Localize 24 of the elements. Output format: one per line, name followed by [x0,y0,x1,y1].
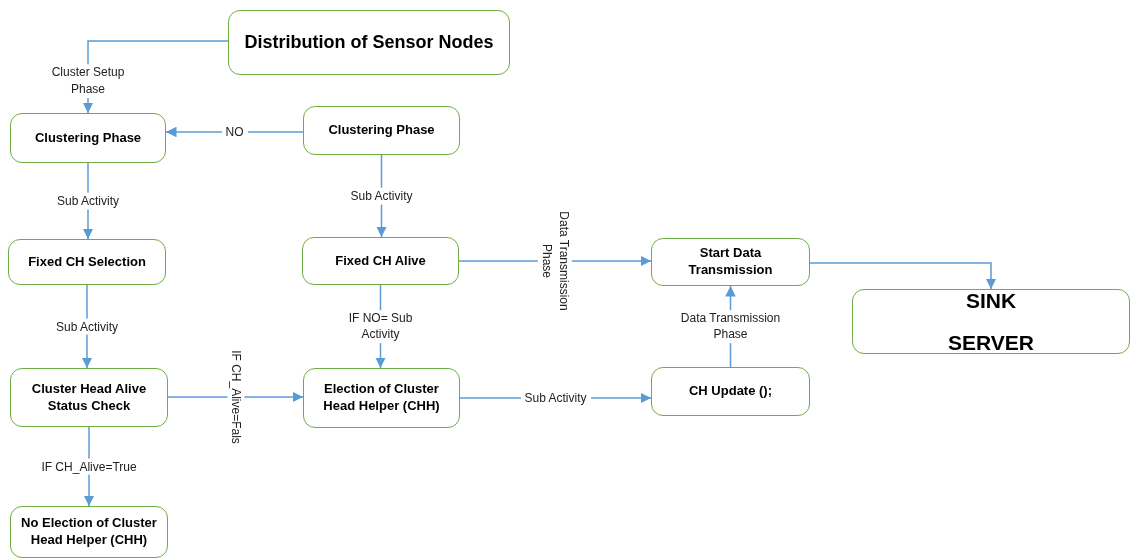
box-text: Cluster Head Alive Status Check [30,380,148,415]
box-text: Start Data Transmission [687,245,774,279]
process-box [651,367,810,416]
process-box [303,368,460,428]
box-text: CH Update (); [688,383,772,400]
process-box [228,10,510,75]
process-box [10,506,168,558]
process-box [852,289,1130,354]
box-text: Clustering Phase [34,129,142,147]
process-box [651,238,810,286]
arrow [809,262,997,290]
process-box [302,237,459,285]
box-text: SINK SERVER [947,287,1035,356]
box-text: Distribution of Sensor Nodes [244,30,494,54]
process-box [303,106,460,155]
box-text: Clustering Phase [328,122,435,139]
box-text: Fixed CH Selection [28,253,146,271]
box-text: Election of Cluster Head Helper (CHH) [322,381,441,415]
process-box [10,113,166,163]
box-text: Fixed CH Alive [335,252,426,270]
process-box [8,239,166,285]
box-text: No Election of Cluster Head Helper (CHH) [20,515,158,549]
arrow [167,391,304,403]
process-box [10,368,168,427]
